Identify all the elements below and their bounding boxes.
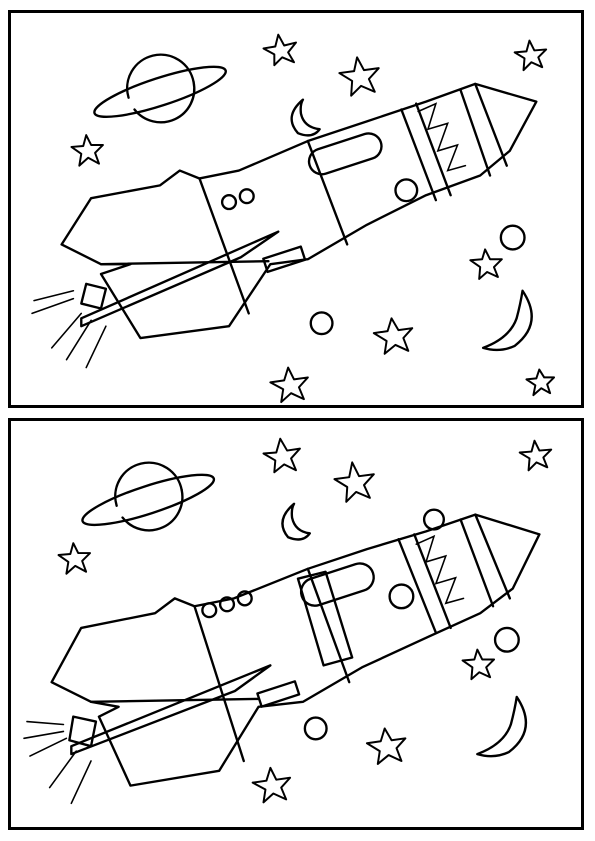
- star-icon: [372, 317, 414, 355]
- top-scene: [31, 33, 556, 404]
- star-icon: [57, 542, 92, 575]
- moons: [290, 98, 533, 352]
- crescent-moon-icon: [476, 695, 528, 758]
- star-icon: [269, 366, 309, 404]
- bottom-scene: [23, 437, 553, 805]
- star-icon: [518, 439, 553, 472]
- crescent-moon-icon: [481, 289, 533, 352]
- crescent-moon-icon: [290, 98, 321, 137]
- stars: [57, 437, 553, 804]
- ringed-planet: [93, 53, 227, 124]
- moons: [281, 502, 528, 758]
- star-icon: [262, 437, 301, 474]
- star-icon: [262, 33, 297, 67]
- bottom-picture-panel: [8, 418, 584, 830]
- small-planets: [309, 224, 526, 336]
- star-icon: [365, 727, 407, 765]
- stars: [70, 33, 556, 404]
- rocket: [23, 508, 541, 805]
- crescent-moon-icon: [281, 502, 311, 541]
- star-icon: [70, 134, 104, 167]
- star-icon: [513, 39, 548, 72]
- star-icon: [525, 368, 556, 397]
- top-picture-panel: [8, 10, 584, 408]
- star-icon: [338, 56, 380, 97]
- star-icon: [251, 766, 292, 804]
- rocket: [31, 82, 538, 369]
- star-icon: [461, 648, 496, 681]
- small-planets: [303, 626, 520, 741]
- ringed-planet: [81, 461, 216, 532]
- star-icon: [469, 248, 503, 280]
- star-icon: [333, 461, 375, 503]
